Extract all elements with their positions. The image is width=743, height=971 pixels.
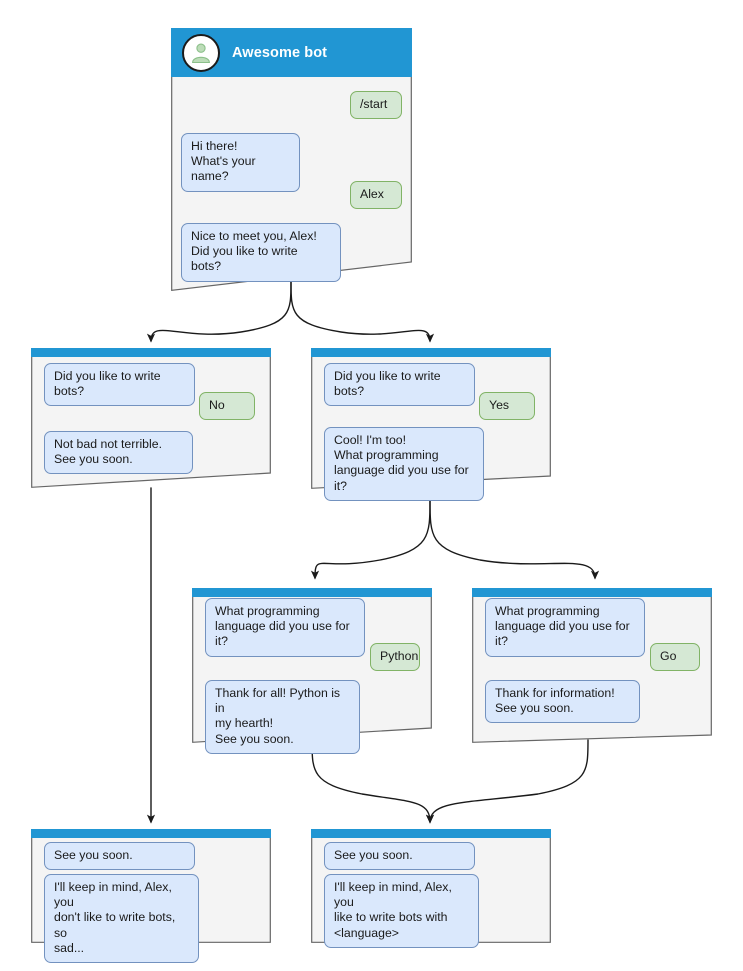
bot-title: Awesome bot (232, 44, 328, 61)
message-bubble-bot: Thank for all! Python is in my hearth! S… (205, 680, 360, 754)
message-bubble-bot: Did you like to write bots? (324, 363, 475, 407)
message-bubble-bot: See you soon. (324, 842, 475, 871)
node-end-happy-header (311, 829, 551, 838)
message-bubble-bot: Thank for information! See you soon. (485, 680, 640, 724)
node-answer-no[interactable]: Did you like to write bots? No Not bad n… (31, 348, 271, 488)
node-answer-yes[interactable]: Did you like to write bots? Yes Cool! I'… (311, 348, 551, 501)
message-bubble-bot: What programming language did you use fo… (205, 598, 365, 657)
message-bubble-bot: See you soon. (44, 842, 195, 871)
message-bubble-bot: Cool! I'm too! What programming language… (324, 427, 484, 501)
message-bubble-bot: Did you like to write bots? (44, 363, 195, 407)
node-python-header (192, 588, 432, 597)
message-bubble-bot: I'll keep in mind, Alex, you like to wri… (324, 874, 479, 948)
node-yes-header (311, 348, 551, 357)
node-end-likes-bots[interactable]: See you soon. I'll keep in mind, Alex, y… (311, 829, 551, 948)
node-end-no-bots[interactable]: See you soon. I'll keep in mind, Alex, y… (31, 829, 271, 964)
person-avatar-icon (182, 33, 220, 72)
edge-go-to-end-happy (425, 739, 589, 824)
message-bubble-bot: Hi there! What's your name? (181, 133, 300, 192)
edge-yes-to-go (429, 499, 600, 580)
node-end-sad-header (31, 829, 271, 838)
message-bubble-bot: What programming language did you use fo… (485, 598, 645, 657)
message-bubble-user: Python (370, 643, 420, 672)
message-bubble-user: /start (350, 91, 402, 120)
message-bubble-user: Go (650, 643, 700, 672)
node-root-greeting[interactable]: Awesome bot /start Hi there! What's your… (171, 28, 412, 291)
message-bubble-bot: Not bad not terrible. See you soon. (44, 431, 193, 475)
node-root-header: Awesome bot (171, 28, 412, 77)
message-bubble-user: Yes (479, 392, 535, 421)
message-bubble-bot: I'll keep in mind, Alex, you don't like … (44, 874, 199, 964)
node-no-header (31, 348, 271, 357)
node-language-python[interactable]: What programming language did you use fo… (192, 588, 432, 754)
node-go-header (472, 588, 712, 597)
edge-yes-to-python (310, 499, 431, 580)
node-language-go[interactable]: What programming language did you use fo… (472, 588, 712, 743)
message-bubble-bot: Nice to meet you, Alex! Did you like to … (181, 223, 341, 282)
message-bubble-user: No (199, 392, 255, 421)
message-bubble-user: Alex (350, 181, 402, 210)
